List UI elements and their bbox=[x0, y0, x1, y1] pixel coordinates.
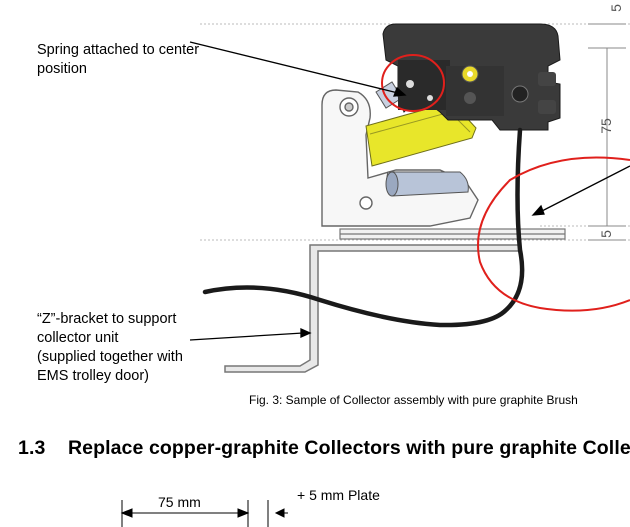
section-title: Replace copper-graphite Collectors with … bbox=[67, 437, 630, 459]
callout-bracket-line2: collector unit bbox=[37, 330, 119, 346]
dimension-ticks bbox=[588, 23, 626, 241]
callout-bracket-line1: “Z”-bracket to support bbox=[37, 311, 177, 327]
mounting-plate bbox=[339, 228, 566, 240]
callout-bracket-line3: (supplied together with bbox=[37, 349, 183, 365]
callout-spring-line2: position bbox=[37, 61, 87, 77]
cables bbox=[202, 127, 525, 328]
dimension-label-bottom: 5 bbox=[598, 230, 614, 238]
leader-arrows bbox=[189, 41, 630, 341]
section-number: 1.3 bbox=[18, 437, 46, 459]
figure-caption: Fig. 3: Sample of Collector assembly wit… bbox=[249, 393, 578, 407]
callout-bracket-line4: EMS trolley door) bbox=[37, 368, 150, 384]
z-bracket bbox=[224, 244, 521, 373]
callout-spring: Spring attached to center position bbox=[37, 41, 199, 79]
dimension-label-top: 5 bbox=[608, 4, 624, 12]
plate-note: + 5 mm Plate bbox=[297, 487, 380, 503]
highlight-circles bbox=[381, 54, 630, 312]
brush-cylinder bbox=[385, 171, 469, 197]
bottom-dim-label: 75 mm bbox=[158, 494, 201, 510]
callout-spring-line1: Spring attached to center bbox=[37, 42, 200, 58]
collector-housing bbox=[382, 23, 561, 131]
section-heading: 1.3 Replace copper-graphite Collectors w… bbox=[18, 437, 630, 460]
reference-lines bbox=[200, 23, 630, 241]
callout-z-bracket: “Z”-bracket to support collector unit (s… bbox=[37, 310, 183, 386]
bottom-dimension-line bbox=[120, 500, 288, 527]
dimension-label-middle: 75 bbox=[598, 118, 614, 134]
